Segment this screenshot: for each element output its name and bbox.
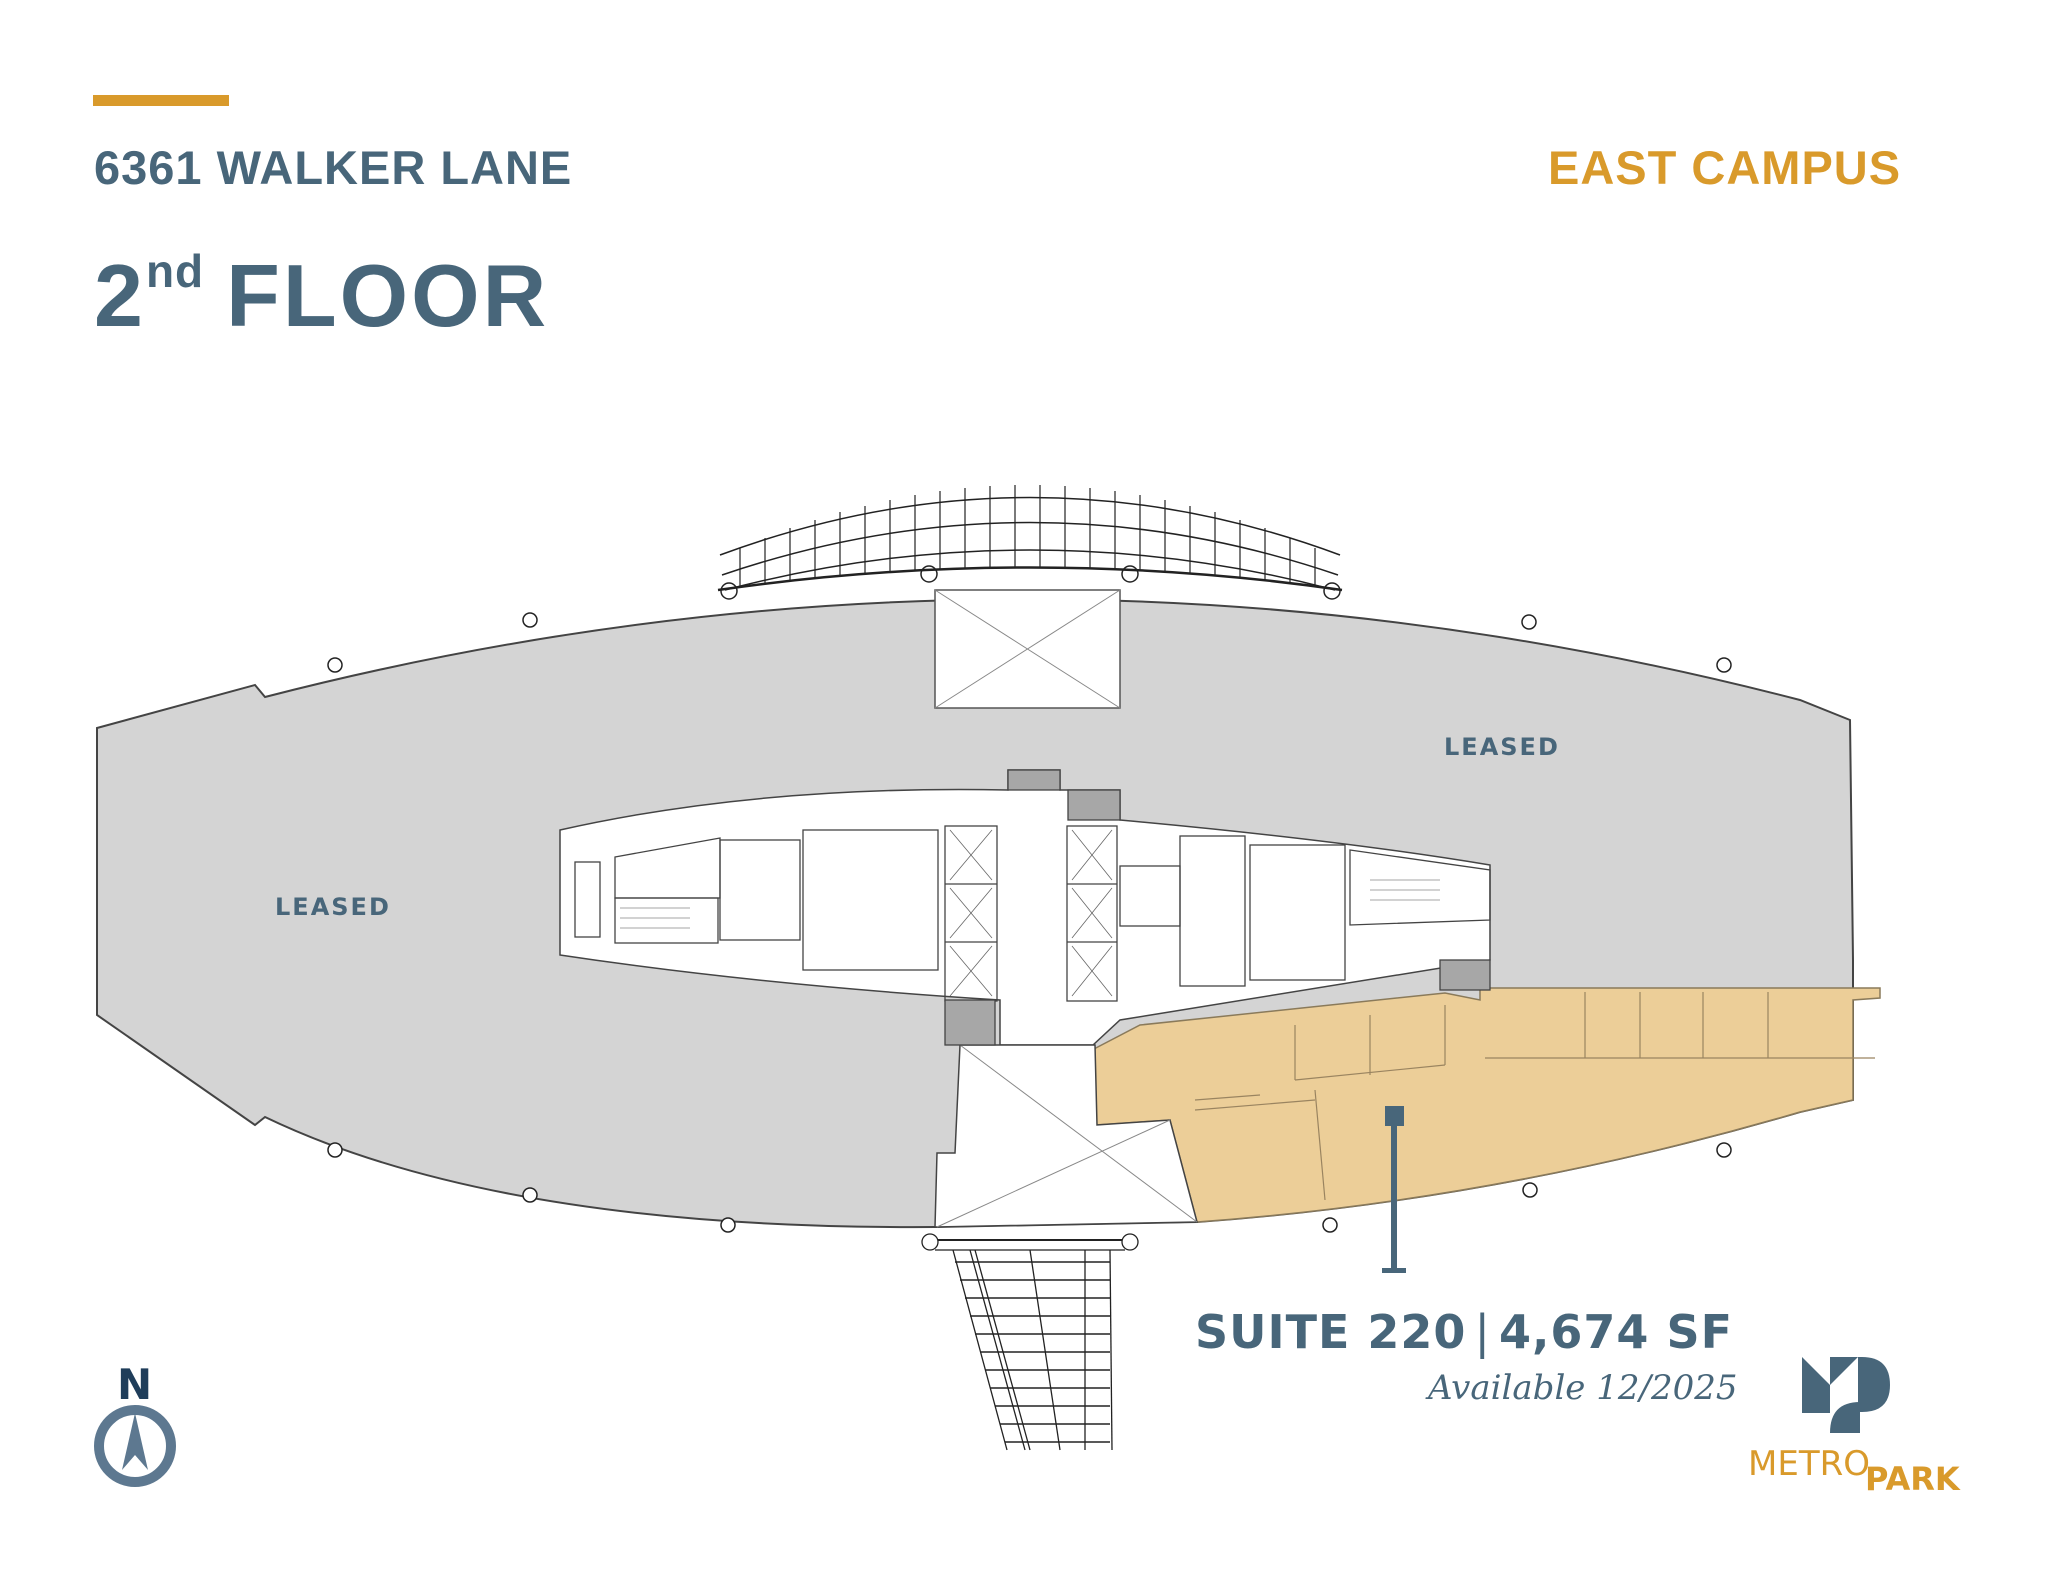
leased-label-east: LEASED [1444, 733, 1560, 761]
suite-area: 4,674 SF [1498, 1305, 1734, 1359]
logo-word-metro: METRO [1748, 1444, 1870, 1484]
floor-number: 2 [94, 246, 146, 345]
suite-name: SUITE 220 [1195, 1305, 1467, 1359]
north-compass-icon [94, 1405, 176, 1487]
core-rooms [574, 769, 1491, 1046]
building-address: 6361 WALKER LANE [94, 141, 573, 194]
building-core [559, 769, 1491, 1046]
suite-marker-pin [1382, 1106, 1406, 1273]
campus-name: EAST CAMPUS [1548, 141, 1902, 194]
leased-label-west: LEASED [275, 893, 391, 921]
stairs [620, 879, 1440, 929]
elevator-shafts [949, 829, 1113, 997]
metropark-logo-icon [1802, 1357, 1890, 1433]
accent-bar [93, 95, 229, 106]
top-canopy [717, 485, 1343, 600]
bottom-canopy [921, 1233, 1139, 1451]
suite-offices [1194, 992, 1875, 1201]
suite-220-area [1091, 987, 1881, 1223]
logo-word-park: PARK [1865, 1460, 1960, 1498]
column-markers [327, 612, 1732, 1233]
suite-availability: Available 12/2025 [1428, 1368, 1738, 1408]
suite-separator: | [1474, 1305, 1491, 1359]
floor-label: FLOOR [226, 246, 550, 345]
north-label: N [117, 1360, 153, 1409]
floor-suffix: nd [145, 245, 205, 297]
suite-title: SUITE 220|4,674 SF [1195, 1305, 1733, 1359]
